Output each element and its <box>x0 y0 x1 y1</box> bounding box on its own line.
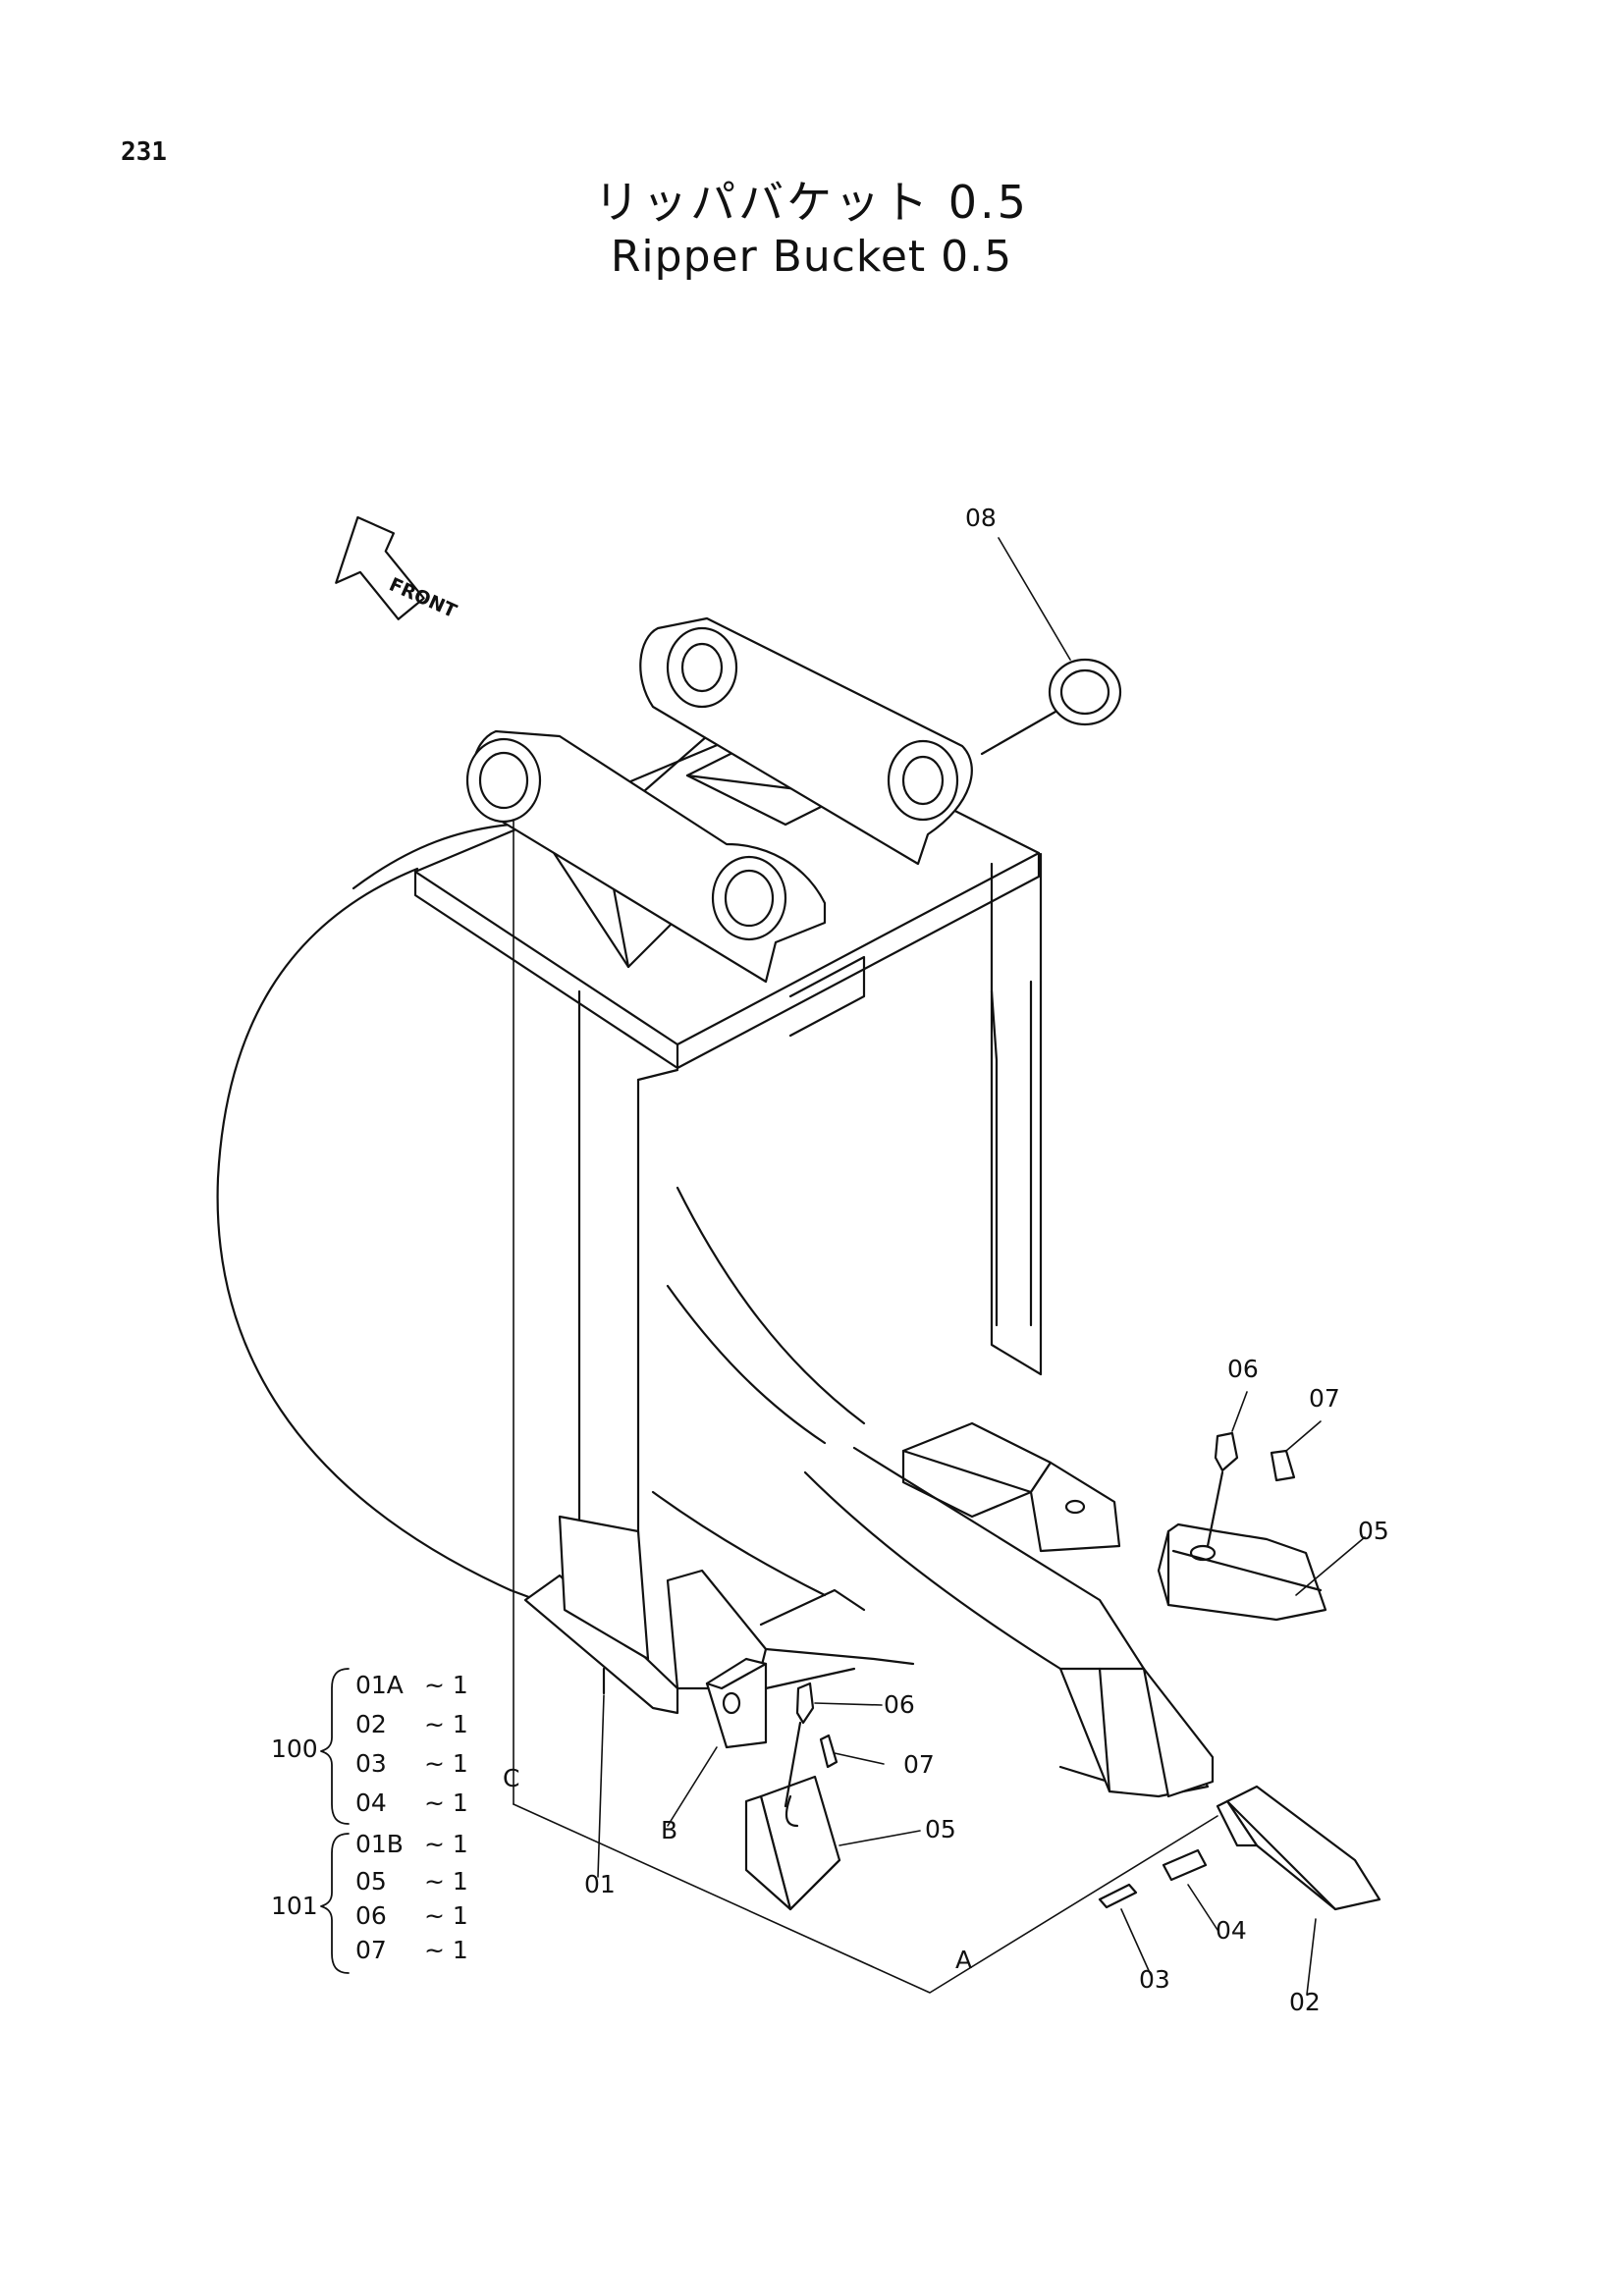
callout-05-left: 05 <box>925 1815 956 1843</box>
callout-ref-a: A <box>955 1946 972 1974</box>
kit-100-qty-4: ~ 1 <box>424 1789 468 1817</box>
kit-101-part-4: 07 <box>355 1936 387 1964</box>
callout-03: 03 <box>1139 1965 1170 1994</box>
kit-100-part-1: 01A <box>355 1671 404 1699</box>
callout-04: 04 <box>1216 1916 1247 1945</box>
kit-101-part-2: 05 <box>355 1867 387 1896</box>
callout-02: 02 <box>1289 1988 1321 2016</box>
kit-100-part-4: 04 <box>355 1789 387 1817</box>
bucket-inner-curve <box>651 1186 866 1597</box>
kit-101-qty-3: ~ 1 <box>424 1901 468 1930</box>
right-tooth-assembly <box>1157 1431 1327 1622</box>
callout-07-right: 07 <box>1309 1384 1340 1413</box>
kit-legend: 100 01A ~ 1 02 ~ 1 03 ~ 1 04 ~ 1 101 01B… <box>271 1671 468 1964</box>
kit-braces <box>320 1668 350 1974</box>
kit-101-part-1: 01B <box>355 1830 404 1858</box>
kit-101-part-3: 06 <box>355 1901 387 1930</box>
callout-06-left: 06 <box>884 1690 915 1719</box>
callout-01: 01 <box>584 1870 616 1898</box>
page-number: 231 <box>121 137 167 167</box>
kit-100-qty-3: ~ 1 <box>424 1749 468 1778</box>
callout-05-right: 05 <box>1358 1517 1389 1545</box>
kit-101-number: 101 <box>271 1892 318 1920</box>
kit-101-qty-1: ~ 1 <box>424 1830 468 1858</box>
left-tooth-assembly <box>744 1682 841 1911</box>
ripper-beam <box>803 1446 1215 1798</box>
callout-ref-c: C <box>503 1764 519 1792</box>
callout-08: 08 <box>965 504 997 532</box>
callout-07-left: 07 <box>903 1750 935 1779</box>
reference-lines <box>513 819 1218 1994</box>
left-shank-base <box>523 1515 915 1749</box>
right-tooth-adapter <box>901 1421 1121 1553</box>
leader-lines <box>597 537 1366 1996</box>
kit-101-qty-2: ~ 1 <box>424 1867 468 1896</box>
kit-100-qty-2: ~ 1 <box>424 1710 468 1738</box>
kit-100-part-3: 03 <box>355 1749 387 1778</box>
mounting-brackets <box>465 616 973 984</box>
kit-100-part-2: 02 <box>355 1710 387 1738</box>
tip-tooth-assembly <box>1098 1785 1381 1911</box>
callout-ref-b: B <box>661 1816 677 1844</box>
kit-100-qty-1: ~ 1 <box>424 1671 468 1699</box>
callout-06-right: 06 <box>1227 1355 1259 1383</box>
kit-101-qty-4: ~ 1 <box>424 1936 468 1964</box>
front-arrow-icon: FRONT <box>335 515 460 622</box>
title-english: Ripper Bucket 0.5 <box>610 232 1013 282</box>
part-08-seal-ring <box>980 658 1122 756</box>
title-japanese: リッパバケット 0.5 <box>594 176 1029 229</box>
kit-100-number: 100 <box>271 1735 318 1763</box>
